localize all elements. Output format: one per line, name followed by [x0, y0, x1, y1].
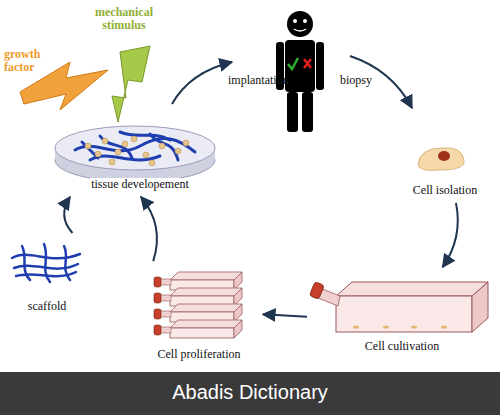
stage-node: Cell cultivation: [312, 272, 492, 354]
arrow-label: implantation: [228, 74, 289, 87]
stimulus-label: growth factor: [4, 48, 56, 74]
stage-label: Cell isolation: [412, 184, 478, 198]
stage-node: Cell proliferation: [140, 266, 258, 362]
watermark: Abadis Dictionary: [0, 381, 500, 403]
stage-node: tissue developement: [45, 112, 235, 192]
arrow-label: biopsy: [340, 74, 372, 87]
cycle-arrow: [64, 197, 72, 233]
stage-node: scaffold: [4, 238, 90, 314]
cycle-arrow: [263, 314, 307, 317]
stage-node: Cell isolation: [395, 138, 495, 198]
stage-label: Cell cultivation: [364, 340, 440, 354]
stimulus-label: mechanical stimulus: [84, 6, 164, 32]
stage-label: scaffold: [27, 300, 67, 314]
cycle-arrow: [443, 203, 458, 267]
cycle-arrow: [141, 197, 157, 261]
stage-label: tissue developement: [90, 178, 190, 192]
stage-label: Cell proliferation: [157, 348, 242, 362]
